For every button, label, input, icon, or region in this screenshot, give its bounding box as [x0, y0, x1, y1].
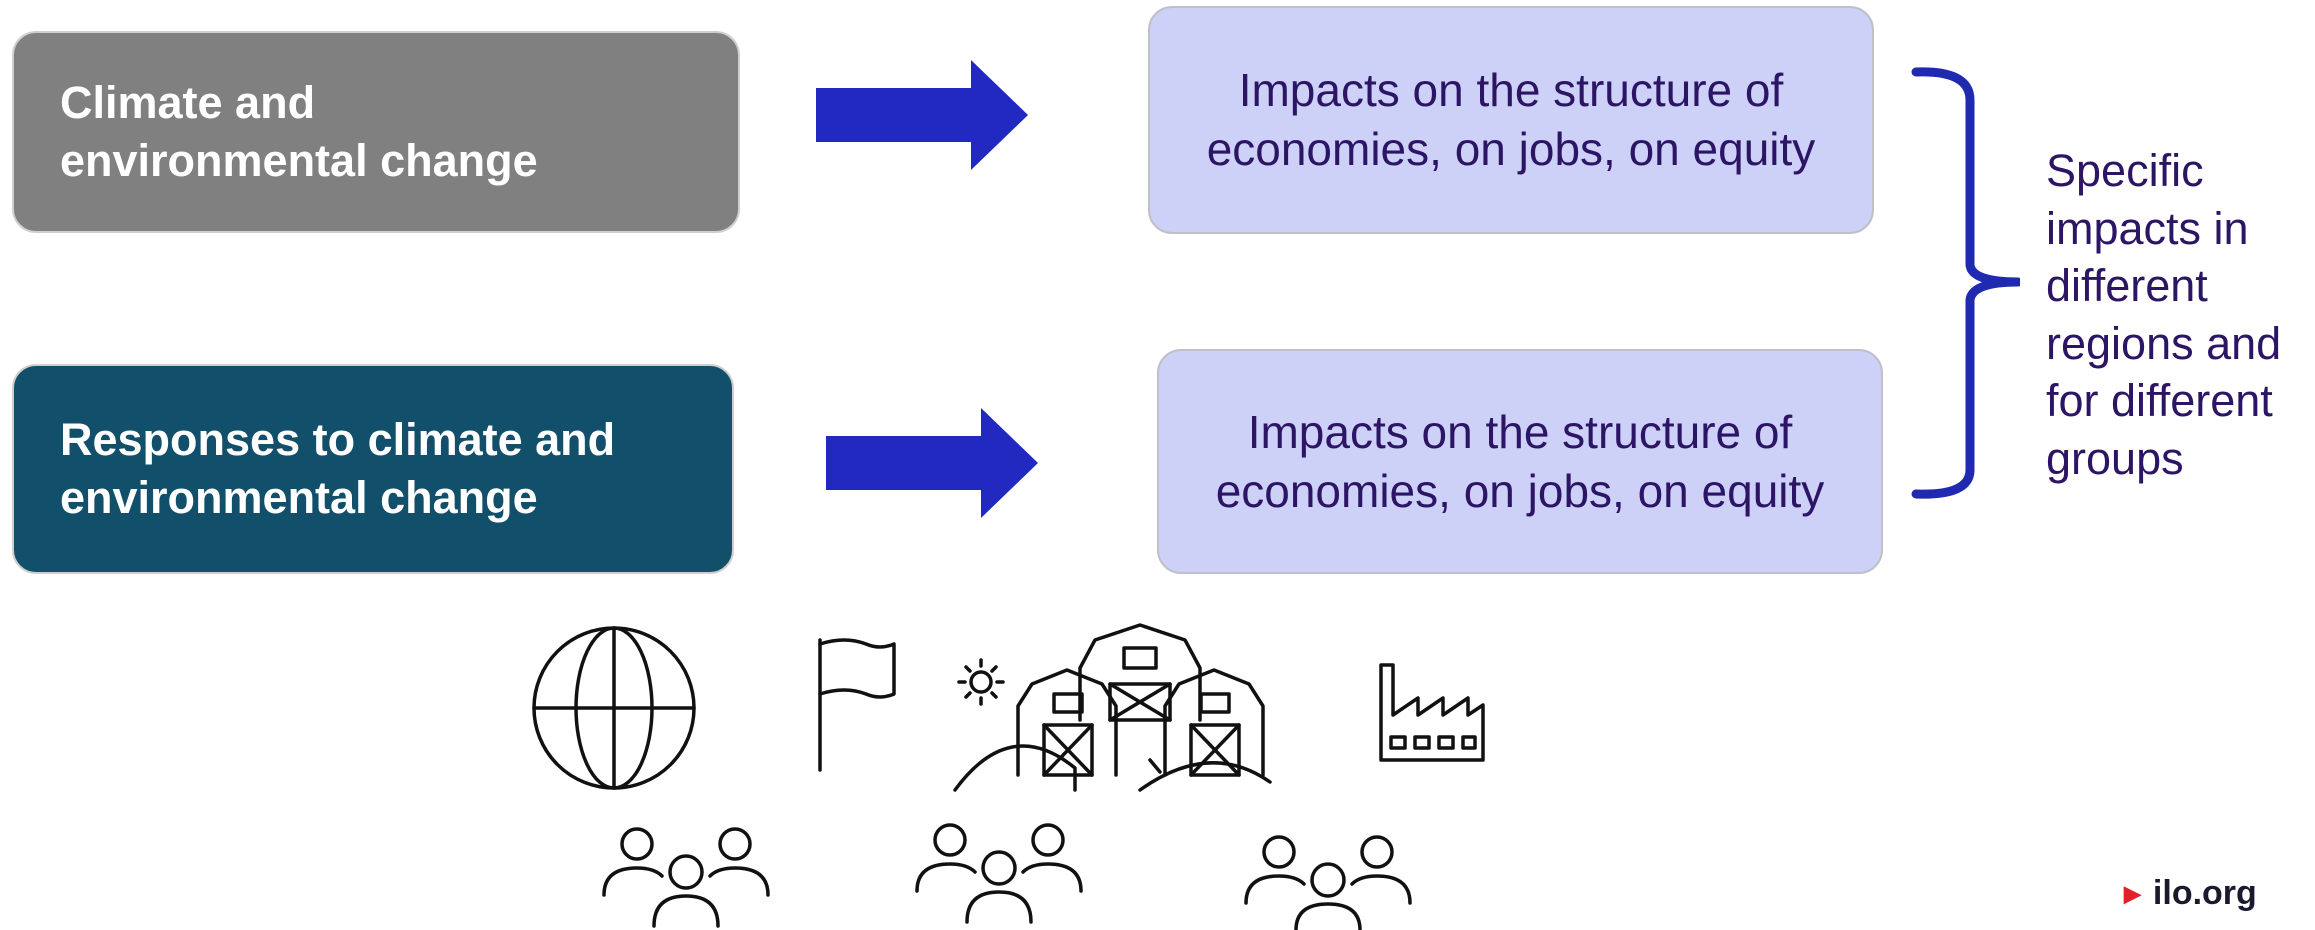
flag-icon	[818, 638, 896, 772]
people-group-icon	[1244, 835, 1412, 930]
driver-label: Responses to climate and environmental c…	[60, 413, 616, 524]
people-group-icon	[602, 827, 770, 928]
driver-box-climate-change: Climate and environmental change	[12, 31, 740, 233]
factory-icon	[1379, 663, 1485, 762]
arrow-right-icon	[816, 60, 1028, 170]
arrow-right-icon	[826, 408, 1038, 518]
impact-label: Impacts on the structure of economies, o…	[1206, 64, 1816, 175]
ilo-brand-link[interactable]: ▶ ilo.org	[2124, 874, 2257, 913]
triangle-right-icon: ▶	[2124, 880, 2141, 906]
impact-label: Impacts on the structure of economies, o…	[1215, 405, 1825, 517]
impact-box-structure: Impacts on the structure of economies, o…	[1157, 349, 1883, 574]
summary-text: Specific impacts in different regions an…	[2046, 145, 2282, 484]
globe-icon	[532, 626, 696, 790]
curly-bracket-icon	[1911, 67, 2020, 499]
brand-label: ilo.org	[2152, 874, 2257, 912]
farm-barns-icon	[953, 623, 1272, 792]
people-group-icon	[915, 823, 1083, 924]
impact-box-structure: Impacts on the structure of economies, o…	[1148, 6, 1874, 234]
driver-box-responses: Responses to climate and environmental c…	[12, 364, 734, 574]
sun-icon	[957, 658, 1005, 706]
driver-label: Climate and environmental change	[60, 76, 538, 187]
